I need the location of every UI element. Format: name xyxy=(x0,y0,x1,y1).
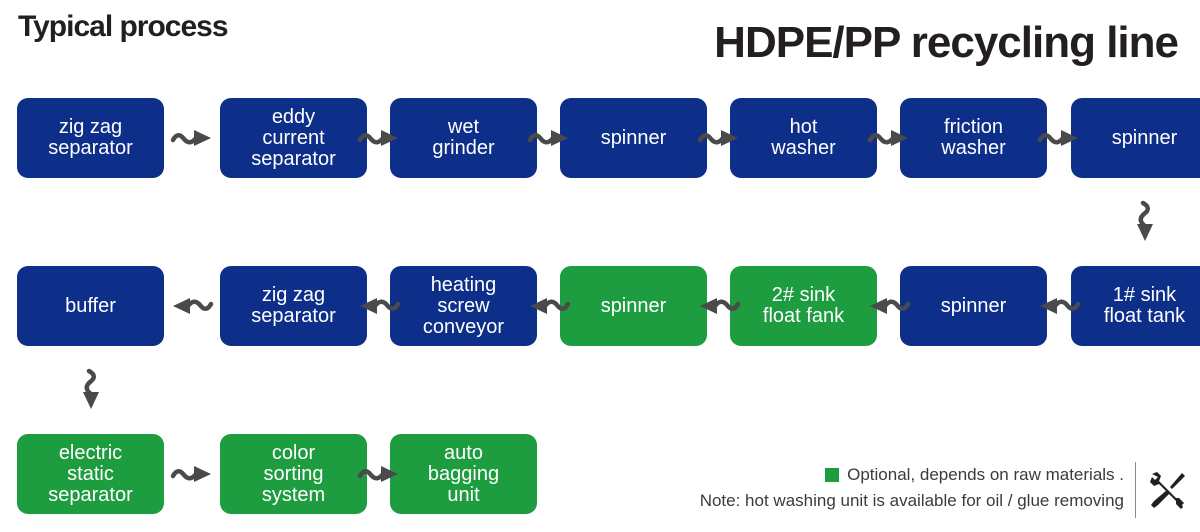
process-step-n12: heating screw conveyor xyxy=(390,266,537,346)
process-step-label: spinner xyxy=(600,294,667,317)
squiggle-arrow-icon xyxy=(697,130,738,146)
process-step-n17: auto bagging unit xyxy=(390,434,537,514)
process-step-n10: 2# sink float fank xyxy=(730,266,877,346)
process-step-n4: spinner xyxy=(560,98,707,178)
process-step-n1: zig zag separator xyxy=(17,98,164,178)
wrench-screwdriver-icon xyxy=(1150,472,1185,509)
process-step-n11: spinner xyxy=(560,266,707,346)
process-step-label: auto bagging unit xyxy=(427,441,500,506)
squiggle-arrow-icon xyxy=(527,130,568,146)
squiggle-arrow-icon xyxy=(357,130,398,146)
process-step-n5: hot washer xyxy=(730,98,877,178)
process-step-label: 2# sink float fank xyxy=(762,284,845,327)
legend-optional-note: Optional, depends on raw materials . xyxy=(847,465,1124,484)
process-step-n3: wet grinder xyxy=(390,98,537,178)
process-step-label: electric static separator xyxy=(48,441,133,506)
squiggle-arrow-icon xyxy=(357,466,398,482)
process-step-label: friction washer xyxy=(941,116,1006,159)
legend-hot-wash-note: Note: hot washing unit is available for … xyxy=(699,491,1124,510)
squiggle-arrow-icon xyxy=(359,298,400,314)
process-step-label: 1# sink float tank xyxy=(1103,284,1186,327)
process-step-n9: spinner xyxy=(900,266,1047,346)
process-step-label: hot washer xyxy=(771,116,836,159)
process-step-n14: buffer xyxy=(17,266,164,346)
process-step-label: spinner xyxy=(940,294,1007,317)
process-step-n16: color sorting system xyxy=(220,434,367,514)
page-title-left: Typical process xyxy=(18,10,229,43)
process-step-label: wet grinder xyxy=(432,116,495,159)
process-step-label: buffer xyxy=(65,294,116,317)
legend: Optional, depends on raw materials . Not… xyxy=(700,462,1124,514)
squiggle-arrow-icon xyxy=(170,466,211,482)
squiggle-arrow-icon xyxy=(529,298,570,314)
page-title-right: HDPE/PP recycling line xyxy=(714,18,1179,67)
squiggle-arrow-icon xyxy=(1040,298,1081,314)
process-step-label: spinner xyxy=(600,126,667,149)
process-step-n8: 1# sink float tank xyxy=(1071,266,1200,346)
process-step-label: color sorting system xyxy=(261,441,326,506)
squiggle-arrow-icon xyxy=(867,130,908,146)
squiggle-arrow-icon xyxy=(170,130,211,146)
legend-divider xyxy=(1135,462,1136,518)
process-step-label: heating screw conveyor xyxy=(422,273,505,338)
squiggle-arrow-icon xyxy=(1136,200,1153,241)
process-step-label: zig zag separator xyxy=(48,116,133,159)
squiggle-arrow-icon xyxy=(82,368,99,409)
squiggle-arrow-icon xyxy=(173,298,214,314)
process-step-n6: friction washer xyxy=(900,98,1047,178)
process-step-n15: electric static separator xyxy=(17,434,164,514)
optional-swatch xyxy=(825,468,840,482)
squiggle-arrow-icon xyxy=(869,298,910,314)
process-step-n7: spinner xyxy=(1071,98,1200,178)
process-step-label: eddy current separator xyxy=(251,105,336,170)
process-step-label: zig zag separator xyxy=(251,284,336,327)
squiggle-arrow-icon xyxy=(1037,130,1078,146)
squiggle-arrow-icon xyxy=(699,298,740,314)
process-step-n2: eddy current separator xyxy=(220,98,367,178)
process-step-n13: zig zag separator xyxy=(220,266,367,346)
process-step-label: spinner xyxy=(1111,126,1178,149)
